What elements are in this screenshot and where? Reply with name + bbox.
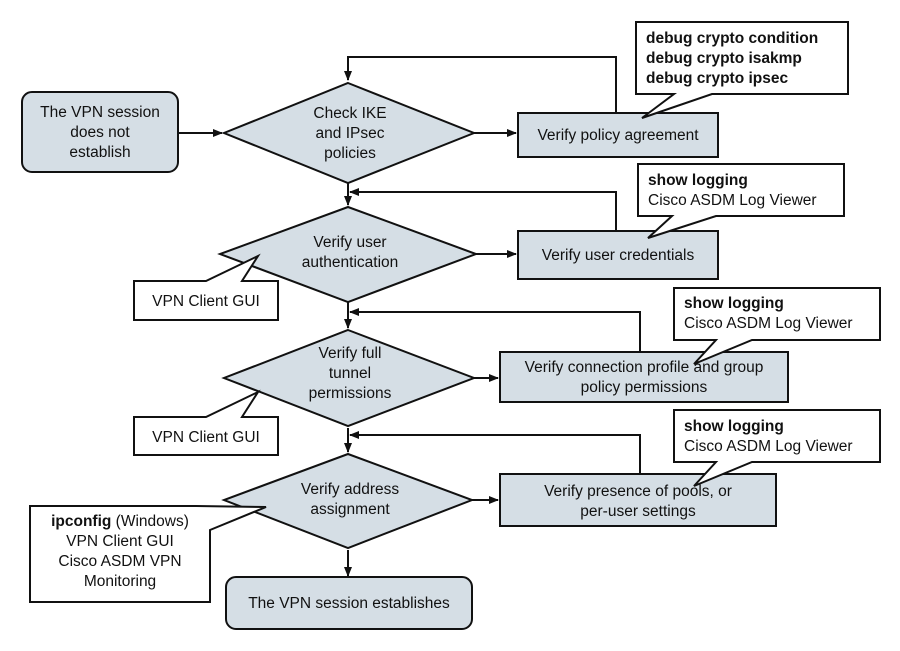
client-gui-tunnel-label: VPN Client GUI [152,429,260,446]
address-tools-line-3: Cisco ASDM VPN [58,553,181,570]
decision-check-policies: Check IKE and IPsec policies [221,81,477,185]
end-node: The VPN session establishes [225,576,473,630]
callout-client-gui-tunnel: VPN Client GUI [133,389,279,456]
logging-credentials-tool: Cisco ASDM Log Viewer [648,192,817,209]
verify-user-auth-line-2: authentication [302,254,399,271]
verify-profile-line-1: Verify connection profile and group [525,359,764,376]
address-tools-line-2: VPN Client GUI [66,533,174,550]
client-gui-auth-label: VPN Client GUI [152,293,260,310]
connectors [178,56,641,577]
check-policies-line-3: policies [324,145,376,162]
callout-client-gui-auth: VPN Client GUI [133,253,279,321]
verify-user-auth-line-1: Verify user [313,234,386,251]
decision-verify-tunnel: Verify full tunnel permissions [221,328,477,428]
logging-credentials-command: show logging [648,172,748,189]
start-node: The VPN session does not establish [21,91,179,173]
end-node-label: The VPN session establishes [248,595,450,612]
callout-debug-commands: debug crypto condition debug crypto isak… [635,21,849,119]
verify-address-line-2: assignment [310,501,390,518]
ipconfig-platform: (Windows) [111,513,189,530]
logging-profile-command: show logging [684,295,784,312]
start-node-line-3: establish [69,144,130,161]
verify-tunnel-line-1: Verify full [319,345,382,362]
start-node-line-2: does not [70,124,130,141]
ipconfig-command: ipconfig [51,513,111,530]
process-verify-pools: Verify presence of pools, or per-user se… [499,473,777,527]
callout-logging-profile: show logging Cisco ASDM Log Viewer [673,287,881,365]
decision-verify-address: Verify address assignment [221,452,475,550]
check-policies-line-1: Check IKE [313,105,386,122]
decision-verify-user-auth: Verify user authentication [217,205,479,304]
logging-pools-command: show logging [684,418,784,435]
callout-address-tools: ipconfig (Windows) VPN Client GUI Cisco … [29,505,267,603]
debug-command-isakmp: debug crypto isakmp [646,50,802,67]
arrow-policy-loop [344,56,617,113]
verify-tunnel-line-3: permissions [309,385,392,402]
logging-profile-tool: Cisco ASDM Log Viewer [684,315,853,332]
verify-profile-line-2: policy permissions [581,379,708,396]
debug-command-condition: debug crypto condition [646,30,818,47]
process-verify-user-credentials: Verify user credentials [517,230,719,280]
address-tools-line-4: Monitoring [84,573,156,590]
check-policies-line-2: and IPsec [316,125,385,142]
arrow-pools-loop [349,431,641,474]
process-verify-policy-agreement: Verify policy agreement [517,112,719,158]
arrow-credentials-loop [349,188,617,231]
verify-policy-agreement-label: Verify policy agreement [537,127,699,144]
arrow-profile-loop [349,308,641,352]
verify-user-credentials-label: Verify user credentials [542,247,695,264]
callout-logging-credentials: show logging Cisco ASDM Log Viewer [637,163,845,239]
process-verify-profile: Verify connection profile and group poli… [499,351,789,403]
verify-tunnel-line-2: tunnel [329,365,371,382]
address-tools-line-1: ipconfig (Windows) [51,513,189,530]
debug-command-ipsec: debug crypto ipsec [646,70,788,87]
logging-pools-tool: Cisco ASDM Log Viewer [684,438,853,455]
start-node-line-1: The VPN session [40,104,160,121]
verify-pools-line-1: Verify presence of pools, or [544,483,732,500]
callout-logging-pools: show logging Cisco ASDM Log Viewer [673,409,881,487]
verify-address-line-1: Verify address [301,481,399,498]
verify-pools-line-2: per-user settings [580,503,696,520]
